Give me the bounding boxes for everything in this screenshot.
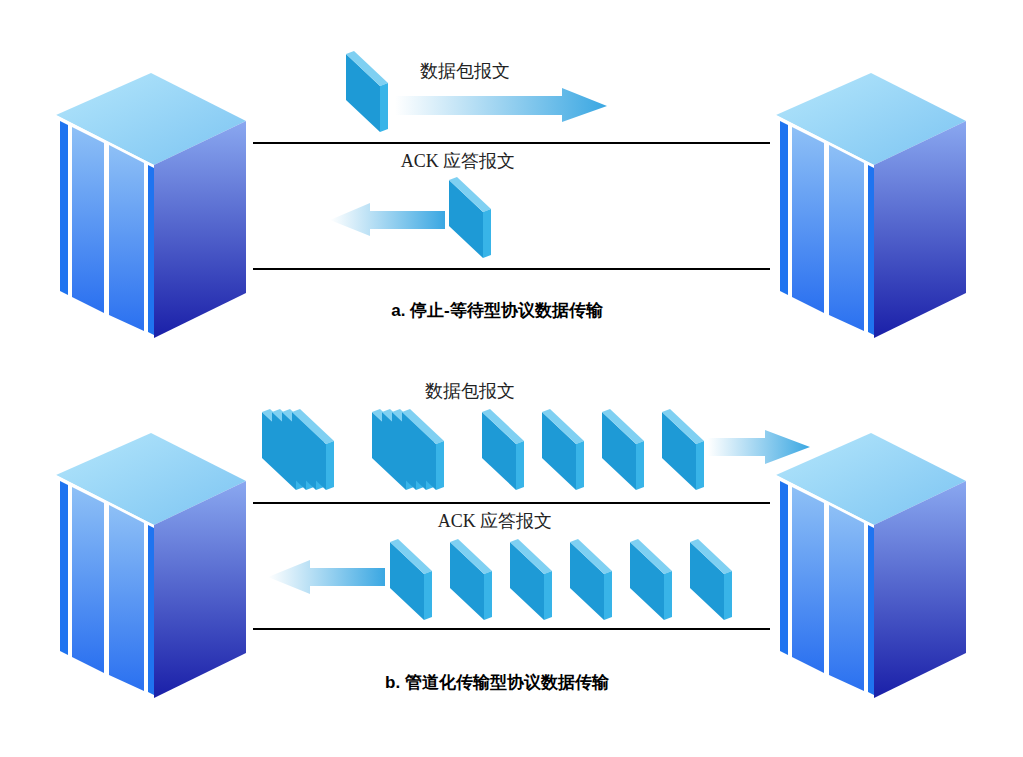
- message-label: ACK 应答报文: [401, 151, 516, 173]
- caption-label: b. 管道化传输型协议数据传输: [385, 673, 609, 693]
- caption-label: a. 停止-等待型协议数据传输: [391, 301, 603, 321]
- message-label: 数据包报文: [425, 380, 515, 402]
- message-label: ACK 应答报文: [438, 511, 553, 533]
- message-label: 数据包报文: [420, 60, 510, 82]
